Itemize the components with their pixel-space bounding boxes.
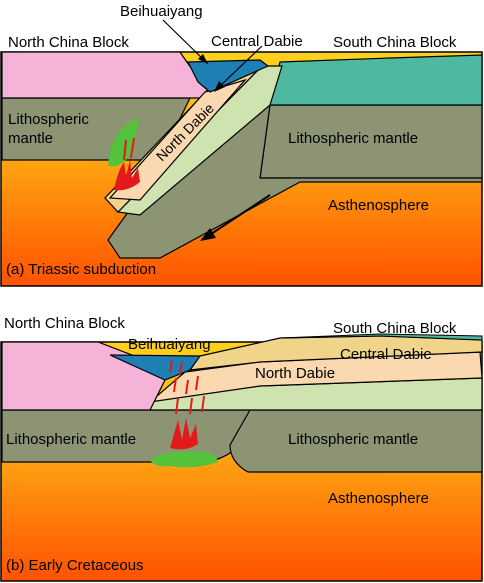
melt-vein-b-3 [173,377,177,393]
central-dabie-leader-head-a [214,81,225,92]
label-north-china-block-a: North China Block [8,34,129,51]
label-central-dabie-b: Central Dabie [340,346,432,363]
label-north-china-block-b: North China Block [4,315,125,332]
beihuaiyang-b [109,354,202,381]
label-lithospheric-left-a-line2: mantle [8,130,53,147]
lithospheric-mantle-right-b [229,409,483,473]
south-china-crust-a [269,54,483,106]
melt-body-a [114,160,140,191]
label-asthenosphere-b: Asthenosphere [328,490,429,507]
label-lithospheric-left-a-line1: Lithospheric [8,111,89,128]
melt-body-b [170,418,198,450]
label-lithospheric-right-b: Lithospheric mantle [288,431,418,448]
label-lithospheric-left-b: Lithospheric mantle [6,431,136,448]
label-asthenosphere-a: Asthenosphere [328,197,429,214]
north-dabie-wedge-a [108,78,247,201]
panel-a: Beihuaiyang Central Dabie North China Bl… [0,3,483,287]
caption-a: (a) Triassic subduction [6,261,156,278]
north-china-crust-a [1,51,209,99]
label-central-dabie-a: Central Dabie [211,33,303,50]
melt-vein-b-4 [185,379,189,395]
beihuaiyang-leader-head-a [198,54,208,64]
melt-vein-b-6 [175,397,179,415]
label-lithospheric-right-a: Lithospheric mantle [288,130,418,147]
label-beihuaiyang-a: Beihuaiyang [120,3,203,20]
south-china-sliver-b [279,333,483,341]
melt-vein-b-8 [201,395,205,413]
subduction-arrow-head-a [200,228,216,241]
subduction-arrow-a [207,194,271,237]
central-dabie-leader-a [217,45,263,89]
label-south-china-block-a: South China Block [333,34,457,51]
green-melt-patch-b [150,451,218,468]
melt-vein-b-2 [179,361,183,375]
melt-vein-b-5 [195,375,199,391]
melt-vein-b-7 [189,397,193,415]
melt-vein-b-1 [169,359,173,373]
label-north-dabie-b: North Dabie [255,365,335,382]
panel-b: North China Block South China Block Beih… [0,315,483,582]
beihuaiyang-a [187,59,270,93]
green-melt-patch-a [108,118,140,167]
label-south-china-block-b: South China Block [333,320,457,337]
melt-vein-a-1 [123,139,127,161]
caption-b: (b) Early Cretaceous [6,557,144,574]
melt-vein-a-2 [130,137,135,159]
label-beihuaiyang-b: Beihuaiyang [128,336,211,353]
